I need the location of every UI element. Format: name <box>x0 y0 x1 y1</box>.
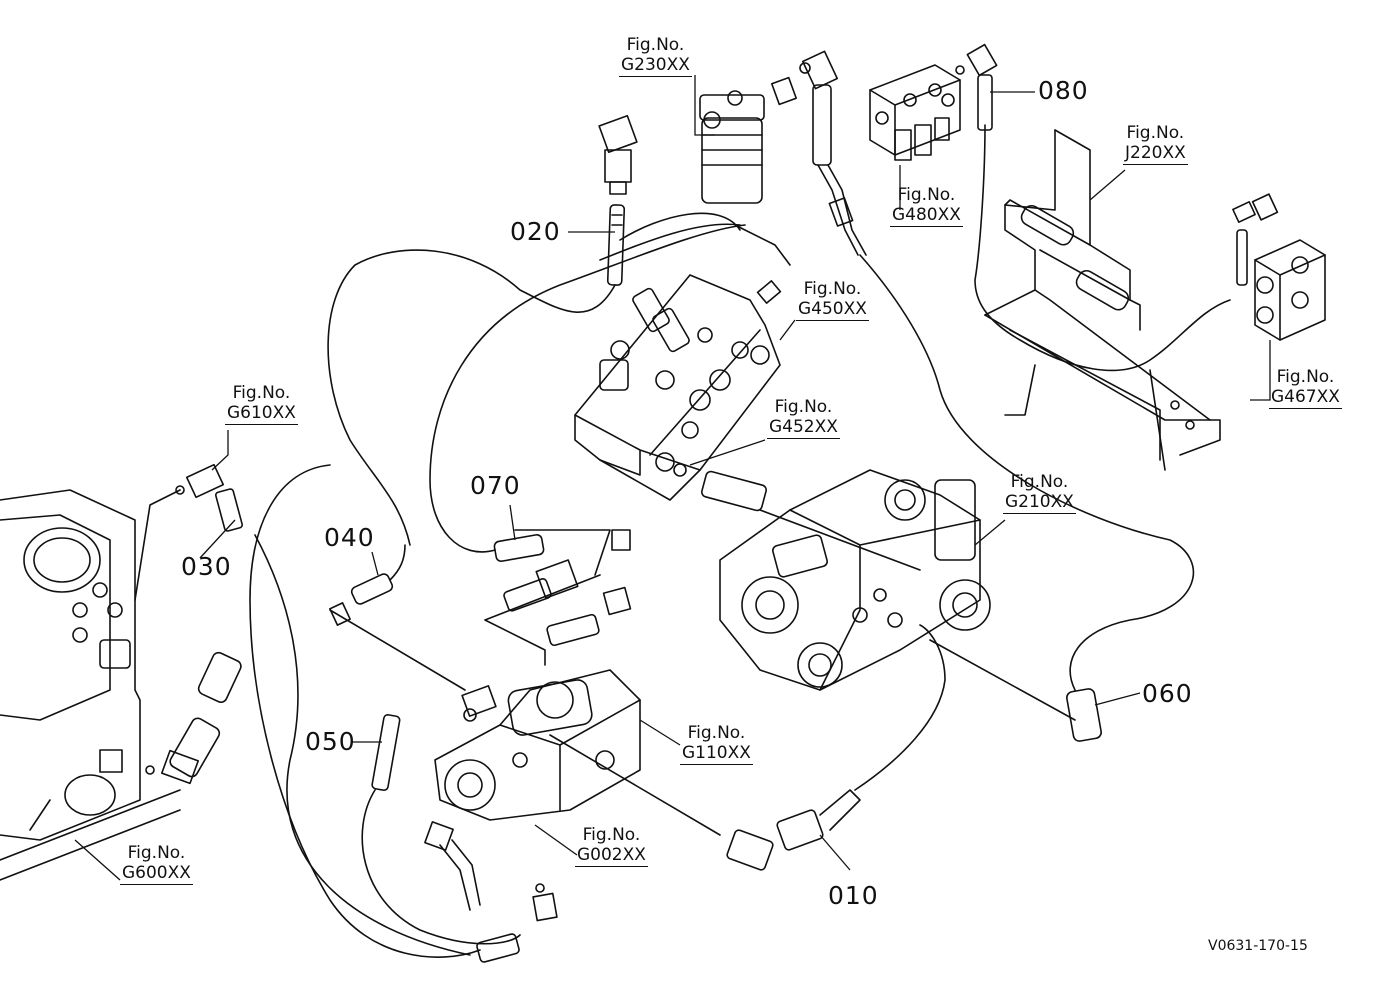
hose-line-020 <box>327 249 616 546</box>
fig-ref-code: G467XX <box>1269 387 1342 410</box>
fig-ref-code: G002XX <box>575 845 648 868</box>
fig-ref-label: Fig.No. <box>1276 367 1335 387</box>
fig-ref-code: G110XX <box>680 743 753 766</box>
part-number-040[interactable]: 040 <box>324 523 375 552</box>
fig-ref-label: Fig.No. <box>1010 472 1069 492</box>
fig-ref-g480[interactable]: Fig.No. G480XX <box>890 185 963 228</box>
hose-line-070 <box>429 224 746 553</box>
fig-ref-label: Fig.No. <box>897 185 956 205</box>
leader-g452 <box>689 439 766 466</box>
fig-ref-g452[interactable]: Fig.No. G452XX <box>767 397 840 440</box>
fig-ref-code: G230XX <box>619 55 692 78</box>
leader-j220 <box>1089 169 1126 201</box>
hose-line-center <box>619 212 741 241</box>
fig-ref-label: Fig.No. <box>626 35 685 55</box>
hose-line-left-loop <box>249 464 481 958</box>
leader-g467 <box>1250 340 1271 401</box>
fig-ref-label: Fig.No. <box>127 843 186 863</box>
leader-g610 <box>211 430 229 471</box>
fig-ref-g450[interactable]: Fig.No. G450XX <box>796 279 869 322</box>
leader-g110 <box>639 719 681 746</box>
hose-line-upper-loop <box>599 223 741 261</box>
fig-ref-code: G210XX <box>1003 492 1076 515</box>
leader-060 <box>1094 692 1141 706</box>
fig-ref-g110[interactable]: Fig.No. G110XX <box>680 723 753 766</box>
leader-070 <box>509 504 516 541</box>
part-number-020[interactable]: 020 <box>510 217 561 246</box>
hose-line-080 <box>974 124 1231 372</box>
fig-ref-label: Fig.No. <box>774 397 833 417</box>
hose-line-lower <box>329 609 466 691</box>
leader-040 <box>371 551 379 576</box>
fig-ref-code: G600XX <box>120 863 193 886</box>
leader-010 <box>819 834 851 871</box>
fig-ref-g610[interactable]: Fig.No. G610XX <box>225 383 298 426</box>
part-number-030[interactable]: 030 <box>181 552 232 581</box>
fig-ref-g002[interactable]: Fig.No. G002XX <box>575 825 648 868</box>
fig-ref-code: G480XX <box>890 205 963 228</box>
part-number-070[interactable]: 070 <box>470 471 521 500</box>
leader-030 <box>199 519 236 559</box>
drawing-code: V0631-170-15 <box>1208 938 1308 954</box>
fig-ref-label: Fig.No. <box>803 279 862 299</box>
leader-g210 <box>974 519 1006 546</box>
part-number-060[interactable]: 060 <box>1142 679 1193 708</box>
fig-ref-g210[interactable]: Fig.No. G210XX <box>1003 472 1076 515</box>
leader-g600 <box>74 839 121 881</box>
leader-g450 <box>779 319 796 341</box>
fig-ref-code: J220XX <box>1123 143 1188 166</box>
fig-ref-code: G610XX <box>225 403 298 426</box>
part-number-050[interactable]: 050 <box>305 727 356 756</box>
fig-ref-code: G450XX <box>796 299 869 322</box>
fig-ref-label: Fig.No. <box>687 723 746 743</box>
fig-ref-label: Fig.No. <box>582 825 641 845</box>
fig-ref-label: Fig.No. <box>1126 123 1185 143</box>
fig-ref-j220[interactable]: Fig.No. J220XX <box>1123 123 1188 166</box>
part-number-080[interactable]: 080 <box>1038 76 1089 105</box>
leader-g002 <box>534 824 578 856</box>
hose-line-thin-060 <box>929 639 1076 721</box>
fig-ref-code: G452XX <box>767 417 840 440</box>
leader-g230 <box>694 75 715 136</box>
fig-ref-g467[interactable]: Fig.No. G467XX <box>1269 367 1342 410</box>
hose-line-030 <box>254 534 471 956</box>
hose-line-010 <box>854 624 946 791</box>
part-number-010[interactable]: 010 <box>828 881 879 910</box>
fig-ref-label: Fig.No. <box>232 383 291 403</box>
hose-line-010-lower <box>549 734 721 836</box>
hose-line-050 <box>361 789 521 945</box>
hose-line-060 <box>859 254 1195 691</box>
fig-ref-g230[interactable]: Fig.No. G230XX <box>619 35 692 78</box>
fig-ref-g600[interactable]: Fig.No. G600XX <box>120 843 193 886</box>
